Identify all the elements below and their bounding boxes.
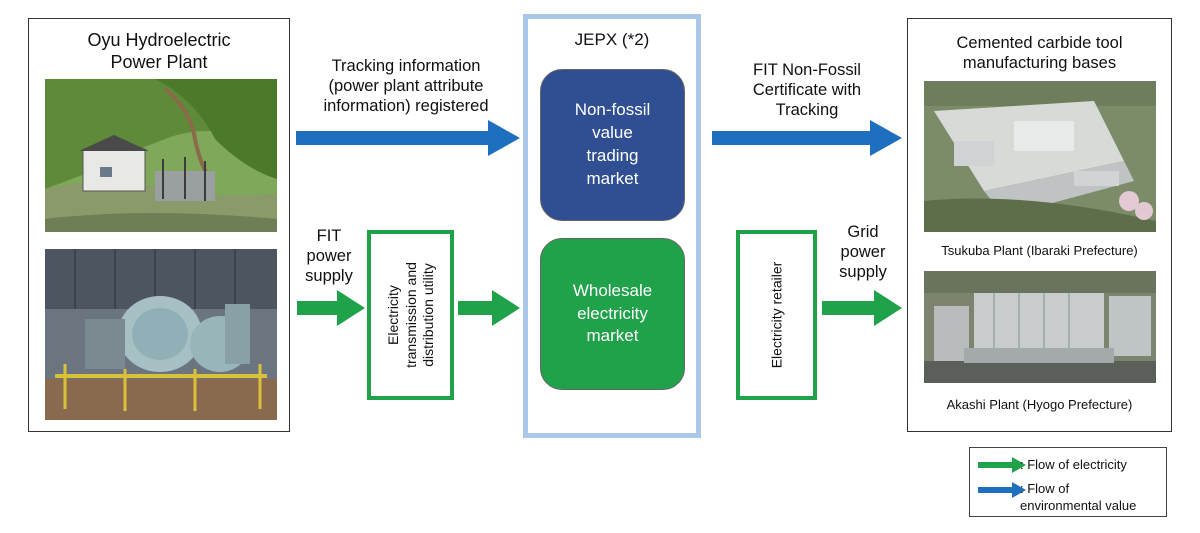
source-title-line1: Oyu Hydroelectric (87, 30, 231, 50)
grid-power-supply-label: Grid power supply (830, 222, 896, 282)
jepx-label: JEPX (*2) (574, 30, 650, 49)
grid-supply-line3: supply (839, 263, 887, 282)
destination-title: Cemented carbide tool manufacturing base… (907, 33, 1172, 73)
nonfossil-line3: trading (586, 146, 639, 165)
utility-line3: distribution utility (419, 263, 436, 367)
legend: : Flow of electricity : Flow of environm… (969, 447, 1167, 517)
legend-environmental-line2: environmental value (1020, 498, 1137, 513)
tracking-info-label: Tracking information (power plant attrib… (296, 56, 516, 116)
jepx-frame (523, 14, 701, 438)
destination-panel (907, 18, 1172, 432)
tsukuba-plant-photo (924, 81, 1156, 232)
fit-supply-line1: FIT (316, 227, 342, 245)
grid-supply-arrow (822, 290, 902, 326)
destination-title-line2: manufacturing bases (962, 54, 1117, 73)
fit-supply-line3: supply (305, 267, 353, 286)
wholesale-line1: Wholesale (572, 280, 653, 300)
nonfossil-line1: Non-fossil (574, 100, 651, 120)
legend-blue-arrow (978, 482, 1026, 498)
legend-green-arrow (978, 457, 1026, 473)
electricity-retailer-label: Electricity retailer (767, 261, 784, 369)
certificate-line2: Certificate with (752, 81, 862, 100)
transmission-utility-label: Electricity transmission and distributio… (384, 262, 437, 368)
nonfossil-line4: market (586, 168, 639, 188)
utility-line2: transmission and (401, 262, 418, 368)
grid-supply-line2: power (840, 243, 886, 262)
source-title: Oyu Hydroelectric Power Plant (28, 30, 290, 74)
fit-power-supply-label: FIT power supply (296, 226, 362, 286)
grid-supply-line1: Grid (847, 223, 879, 241)
certificate-label: FIT Non-Fossil Certificate with Tracking (712, 60, 902, 120)
source-panel (28, 18, 290, 432)
tracking-info-arrow (296, 120, 520, 156)
utility-to-market-arrow (458, 290, 520, 326)
transmission-utility-box: Electricity transmission and distributio… (367, 230, 454, 400)
certificate-arrow (712, 120, 902, 156)
tracking-info-line1: Tracking information (331, 57, 481, 75)
hydro-plant-exterior-photo (45, 79, 277, 232)
certificate-line3: Tracking (775, 101, 839, 120)
legend-environmental-line1: : Flow of (1020, 481, 1070, 496)
tsukuba-plant-caption: Tsukuba Plant (Ibaraki Prefecture) (941, 243, 1138, 258)
wholesale-line2: electricity (577, 303, 648, 323)
wholesale-electricity-market: Wholesale electricity market (540, 238, 685, 390)
tracking-info-line3: information) registered (323, 97, 489, 116)
nonfossil-value-market: Non-fossil value trading market (540, 69, 685, 221)
tracking-info-line2: (power plant attribute (328, 77, 484, 96)
destination-title-line1: Cemented carbide tool (956, 34, 1123, 52)
certificate-line1: FIT Non-Fossil (753, 61, 861, 79)
akashi-plant-caption: Akashi Plant (Hyogo Prefecture) (946, 397, 1133, 412)
legend-electricity-label: : Flow of electricity (1020, 457, 1127, 472)
turbine-photo (45, 249, 277, 420)
nonfossil-line2: value (592, 123, 633, 143)
akashi-plant-photo (924, 271, 1156, 383)
fit-supply-arrow (297, 290, 365, 326)
wholesale-line3: market (586, 326, 639, 346)
utility-line1: Electricity (384, 285, 401, 345)
fit-supply-line2: power (306, 247, 352, 266)
electricity-retailer-box: Electricity retailer (736, 230, 817, 400)
source-title-line2: Power Plant (110, 51, 208, 72)
